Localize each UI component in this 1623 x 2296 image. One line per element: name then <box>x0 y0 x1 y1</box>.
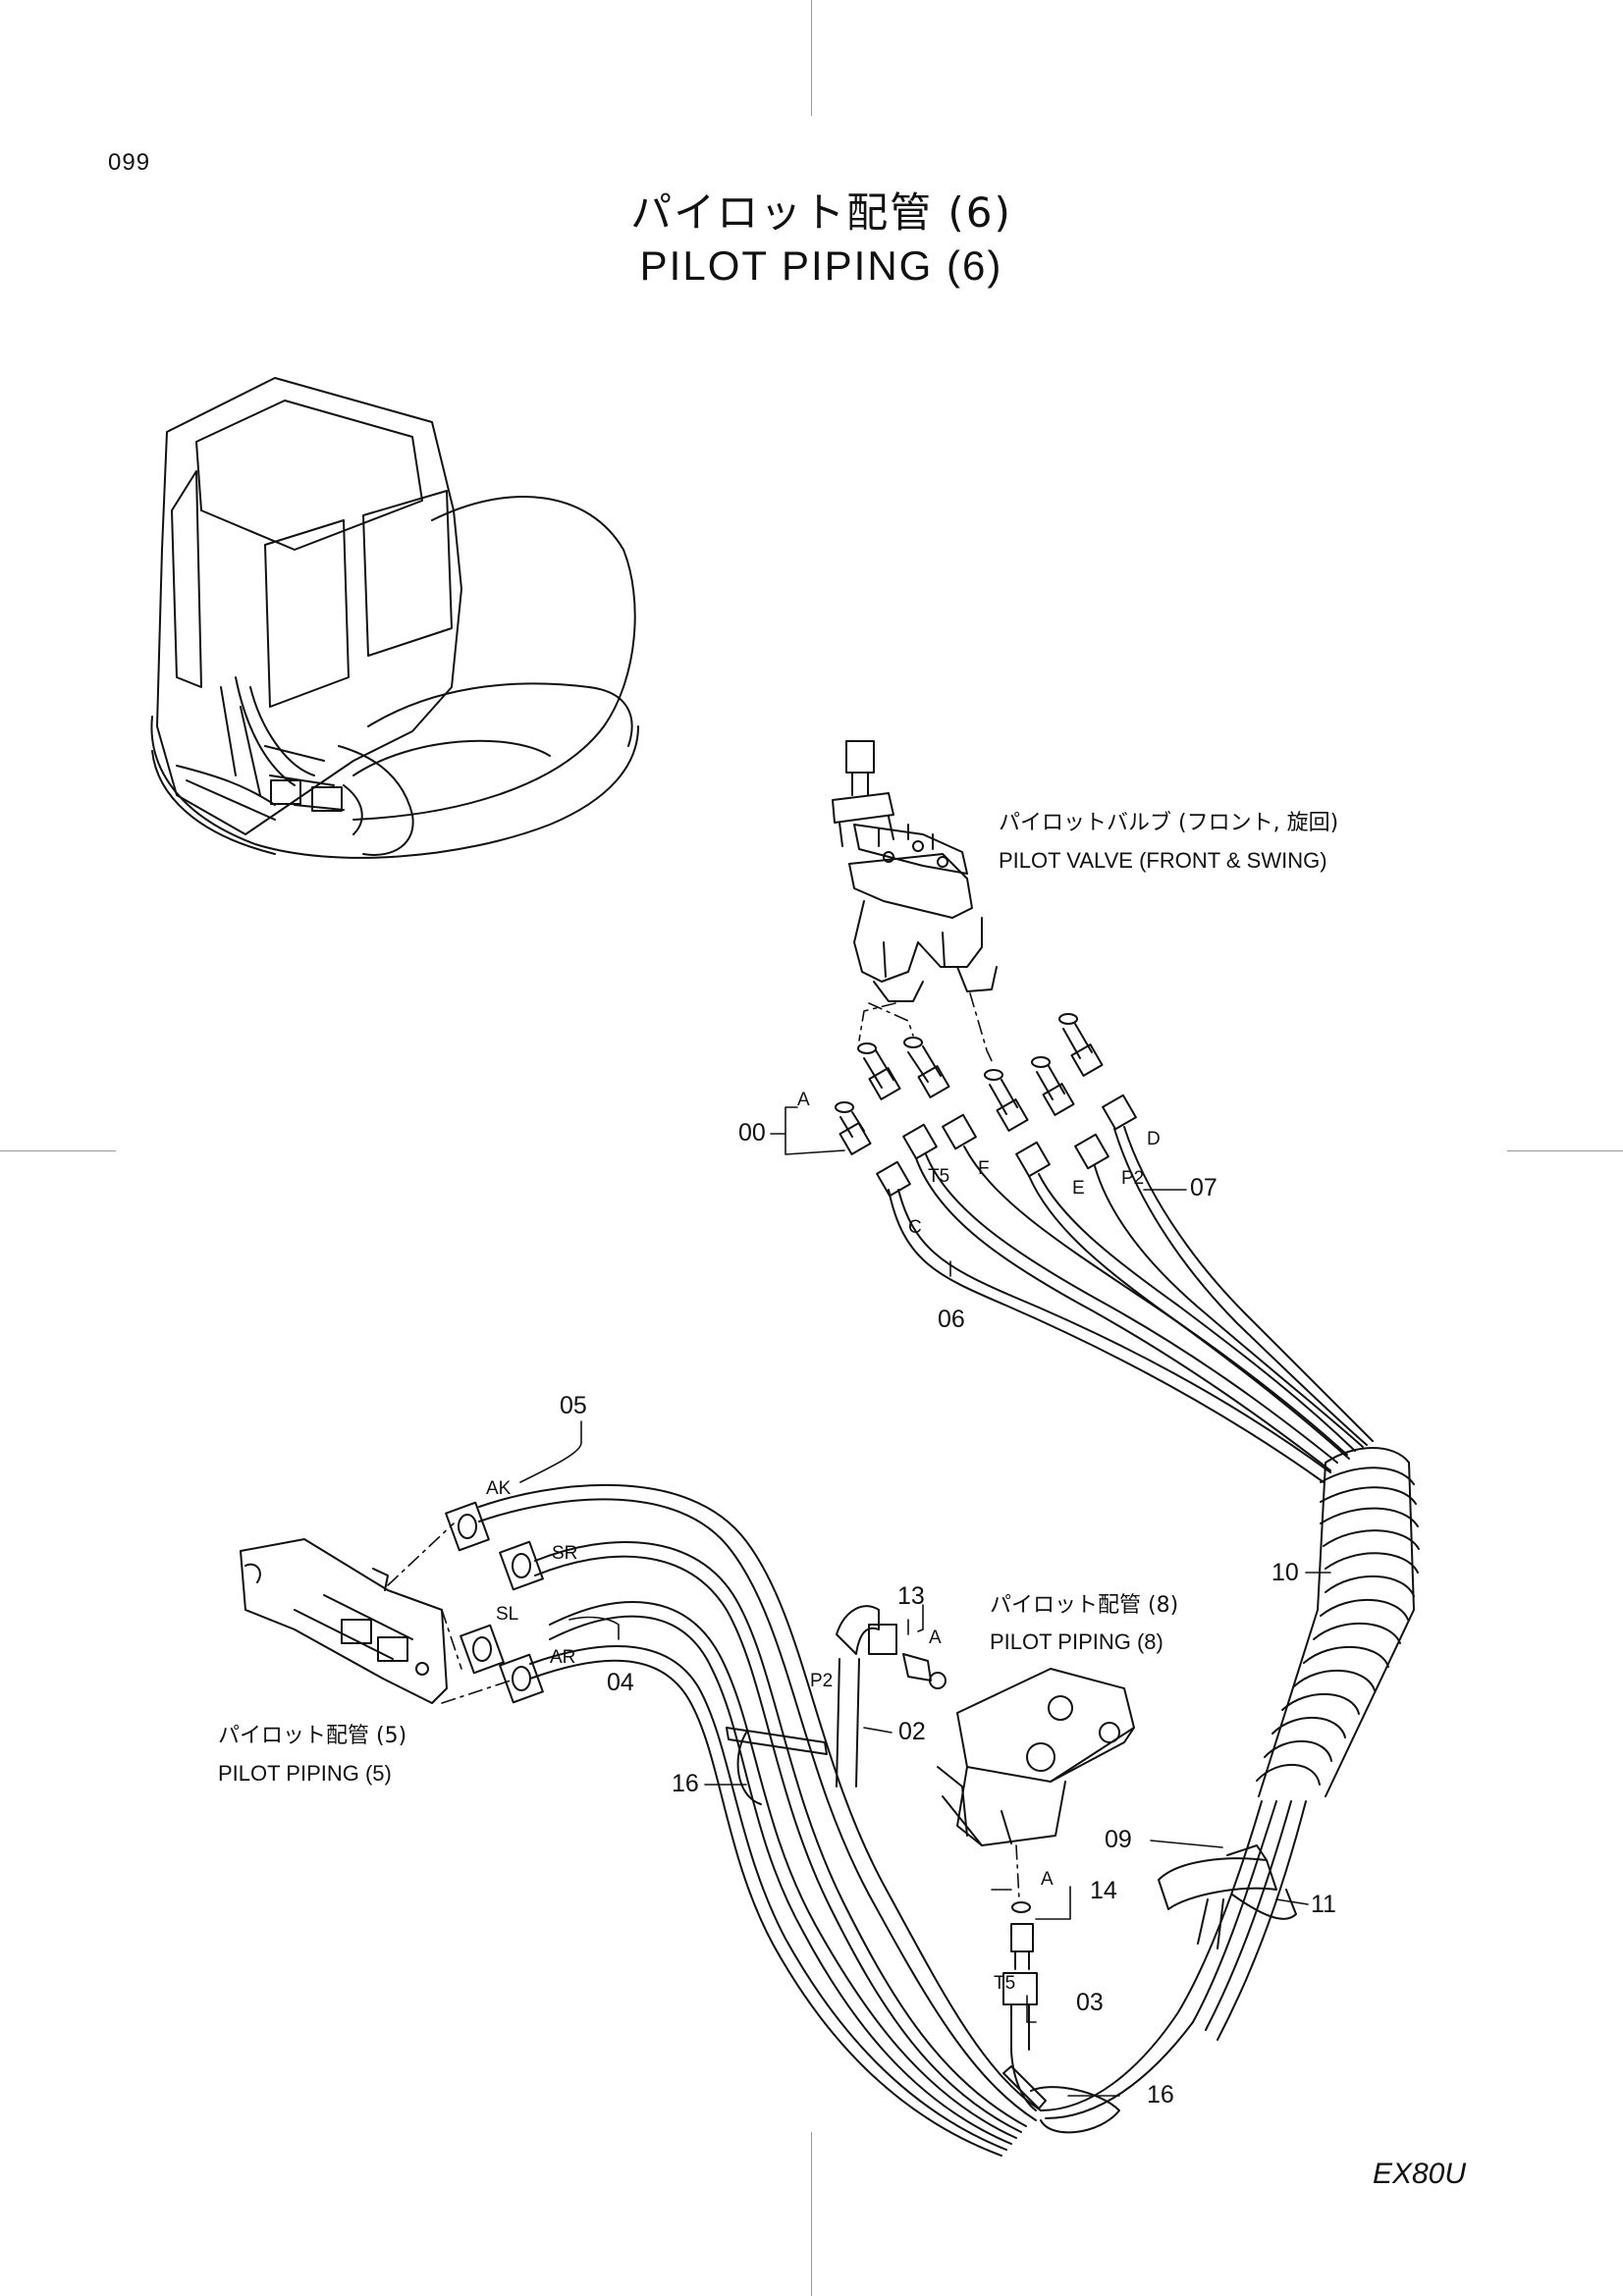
port-letter-t5-upper: T5 <box>928 1166 950 1187</box>
port-letter-sr: SR <box>552 1543 578 1564</box>
callout-09: 09 <box>1105 1826 1132 1853</box>
page-title-jp: パイロット配管 (6) <box>630 188 1012 237</box>
callout-06: 06 <box>938 1306 965 1333</box>
crop-mark-left <box>0 1150 116 1151</box>
port-letter-p2-lower: P2 <box>810 1671 834 1691</box>
lower-fittings <box>1002 1901 1038 2111</box>
callout-10: 10 <box>1271 1559 1299 1586</box>
valve-fittings <box>835 1013 1104 1155</box>
callout-16-upper: 16 <box>672 1770 699 1797</box>
pilot-valve-illustration <box>832 740 998 1002</box>
pilot-valve-label-en: PILOT VALVE (FRONT & SWING) <box>999 848 1327 873</box>
pilot-piping-5-label-jp: パイロット配管 (5) <box>218 1724 407 1748</box>
port-letter-c: C <box>908 1217 922 1238</box>
bracket-illustration <box>240 1538 448 1704</box>
page-number: 099 <box>108 149 151 176</box>
hose-end-nuts <box>876 1094 1137 1198</box>
callout-13: 13 <box>897 1582 925 1610</box>
port-letter-e: E <box>1072 1178 1085 1199</box>
pilot-valve-label-jp: パイロットバルブ (フロント, 旋回) <box>999 811 1339 835</box>
leader-lines <box>519 1106 1331 2097</box>
pilot-piping-8-block <box>937 1668 1135 1846</box>
pilot-piping-5-label-en: PILOT PIPING (5) <box>218 1761 392 1786</box>
left-fittings <box>445 1501 544 1704</box>
crop-mark-top <box>811 0 812 116</box>
port-letter-a-middle: A <box>929 1628 942 1648</box>
port-letter-a-upper: A <box>797 1090 810 1110</box>
port-letter-t5-lower: T5 <box>994 1973 1016 1994</box>
callout-03: 03 <box>1076 1989 1104 2016</box>
port-letter-p2-upper: P2 <box>1121 1168 1145 1189</box>
crop-mark-bottom <box>811 2132 812 2296</box>
callout-14: 14 <box>1090 1877 1117 1904</box>
crop-mark-right <box>1507 1150 1623 1151</box>
callout-05: 05 <box>560 1392 587 1419</box>
cable-clamp-lower <box>1002 2065 1120 2134</box>
pilot-piping-8-label-jp: パイロット配管 (8) <box>990 1593 1179 1618</box>
hose-bundle-upper <box>888 1126 1374 1483</box>
left-hose-group <box>478 1483 1042 2157</box>
port-letter-sl: SL <box>496 1604 519 1625</box>
elbow-fitting <box>836 1605 947 1788</box>
callout-16-lower: 16 <box>1147 2081 1174 2109</box>
port-letter-a-lower: A <box>1041 1869 1054 1890</box>
callout-00: 00 <box>738 1119 766 1147</box>
callout-02: 02 <box>898 1718 926 1745</box>
callout-07: 07 <box>1190 1174 1217 1201</box>
model-code: EX80U <box>1372 2158 1466 2190</box>
page-title-en: PILOT PIPING (6) <box>639 242 1003 289</box>
spiral-protector <box>1256 1447 1420 1797</box>
grommet <box>1158 1844 1297 1949</box>
excavator-overview-illustration <box>150 377 639 859</box>
pilot-piping-8-label-en: PILOT PIPING (8) <box>990 1629 1163 1654</box>
callout-11: 11 <box>1311 1891 1336 1918</box>
callout-04: 04 <box>607 1669 634 1696</box>
cable-clamp-upper <box>726 1727 828 1805</box>
port-letter-d: D <box>1147 1129 1161 1149</box>
hose-bundle-lower <box>1040 1800 1307 2119</box>
port-letter-f: F <box>978 1158 990 1179</box>
port-letter-ak: AK <box>486 1478 512 1499</box>
port-letter-ar: AR <box>550 1647 576 1668</box>
